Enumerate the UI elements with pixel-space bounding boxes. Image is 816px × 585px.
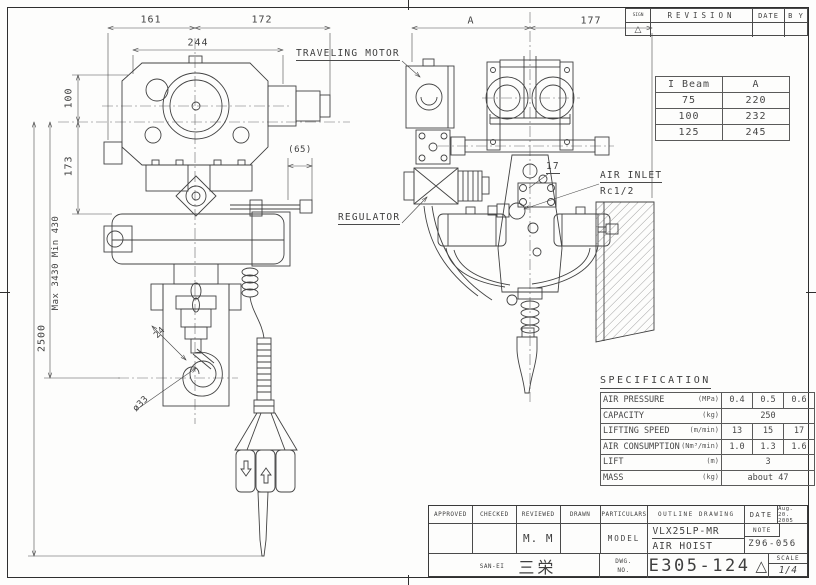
revision-empty-cell	[753, 23, 785, 37]
edge-center-mark	[806, 292, 816, 293]
dim-A: A	[467, 15, 475, 27]
edge-center-mark	[408, 575, 409, 585]
drawn-header: DRAWN	[561, 506, 601, 523]
revision-empty-cell	[651, 23, 753, 37]
revision-title: REVISION	[651, 9, 753, 23]
product-value: AIR HOIST	[652, 540, 713, 552]
table-row: MASS(kg) about 47	[600, 469, 815, 486]
revision-by-header: B Y	[785, 9, 807, 23]
dim-173: 173	[63, 155, 75, 177]
ibeam-header: I Beam	[655, 76, 723, 93]
revision-sign-header: SIGN	[626, 9, 651, 23]
dim-161: 161	[140, 14, 162, 26]
drawing-type: OUTLINE DRAWING	[648, 506, 746, 523]
drawing-number-revision-mark: △	[755, 557, 768, 575]
company-name-en: SAN-EI	[479, 562, 505, 570]
drawing-number-cell: E305-124 △	[648, 554, 770, 578]
dim-hook-travel: Max 3430 Min 430	[51, 215, 61, 311]
approved-cell	[429, 524, 473, 553]
checked-header: CHECKED	[473, 506, 517, 523]
company-name: SAN-EI 三栄	[429, 554, 601, 578]
centerlines	[58, 12, 614, 424]
specification-title: SPECIFICATION	[600, 375, 711, 389]
note-value: Z96-056	[748, 539, 797, 549]
reviewed-header: REVIEWED	[517, 506, 561, 523]
revision-empty-cell	[785, 23, 807, 37]
note-cell: NOTE Z96-056	[745, 524, 807, 553]
note-header: NOTE	[745, 524, 781, 537]
date-value: Aug. 20. 2005	[778, 506, 794, 523]
model-header: MODEL	[601, 524, 649, 553]
scale-cell: SCALE 1/4	[769, 554, 807, 578]
scale-header: SCALE	[769, 555, 807, 564]
model-value: VLX25LP-MR	[652, 524, 745, 539]
drawing-number: E305-124	[648, 556, 751, 576]
revision-date-header: DATE	[753, 9, 785, 23]
checked-cell	[473, 524, 517, 553]
pendant-up-button-icon	[260, 467, 272, 484]
scale-value: 1/4	[778, 565, 798, 576]
approved-header: APPROVED	[429, 506, 473, 523]
edge-center-mark	[0, 292, 10, 293]
dim-177: 177	[580, 15, 602, 27]
front-view	[103, 55, 331, 557]
traveling-motor-label: TRAVELING MOTOR	[296, 48, 400, 61]
dim-65: (65)	[288, 145, 312, 155]
pendant-down-button-icon	[240, 460, 252, 477]
dimension-lines	[28, 28, 652, 556]
title-block: APPROVED CHECKED REVIEWED DRAWN PARTICUL…	[428, 505, 808, 578]
edge-center-mark	[408, 0, 409, 10]
air-inlet-label: AIR INLET	[600, 170, 663, 183]
revision-block: SIGN REVISION DATE B Y △	[625, 8, 808, 37]
a-header: A	[722, 76, 790, 93]
date-header: DATE	[745, 506, 779, 523]
drawn-cell	[561, 524, 601, 553]
dim-172: 172	[251, 14, 273, 26]
table-row: LIFT(m) 3	[600, 454, 815, 471]
dim-17-label: 17	[546, 161, 560, 174]
side-view	[403, 56, 655, 394]
revision-mark: △	[626, 23, 651, 37]
air-inlet-thread-label: Rc1/2	[600, 186, 635, 197]
table-row: CAPACITY(kg) 250	[600, 407, 815, 424]
dim-2500: 2500	[36, 323, 48, 353]
model-cell: VLX25LP-MR AIR HOIST	[648, 524, 746, 553]
company-name-jp: 三栄	[518, 558, 557, 577]
regulator-label: REGULATOR	[338, 212, 401, 225]
dim-244: 244	[187, 37, 209, 49]
dwg-no-header: DWG. NO.	[600, 554, 648, 578]
dim-100: 100	[63, 87, 75, 109]
reviewed-value: M. M	[517, 524, 561, 553]
particulars-header: PARTICULARS	[601, 506, 649, 523]
